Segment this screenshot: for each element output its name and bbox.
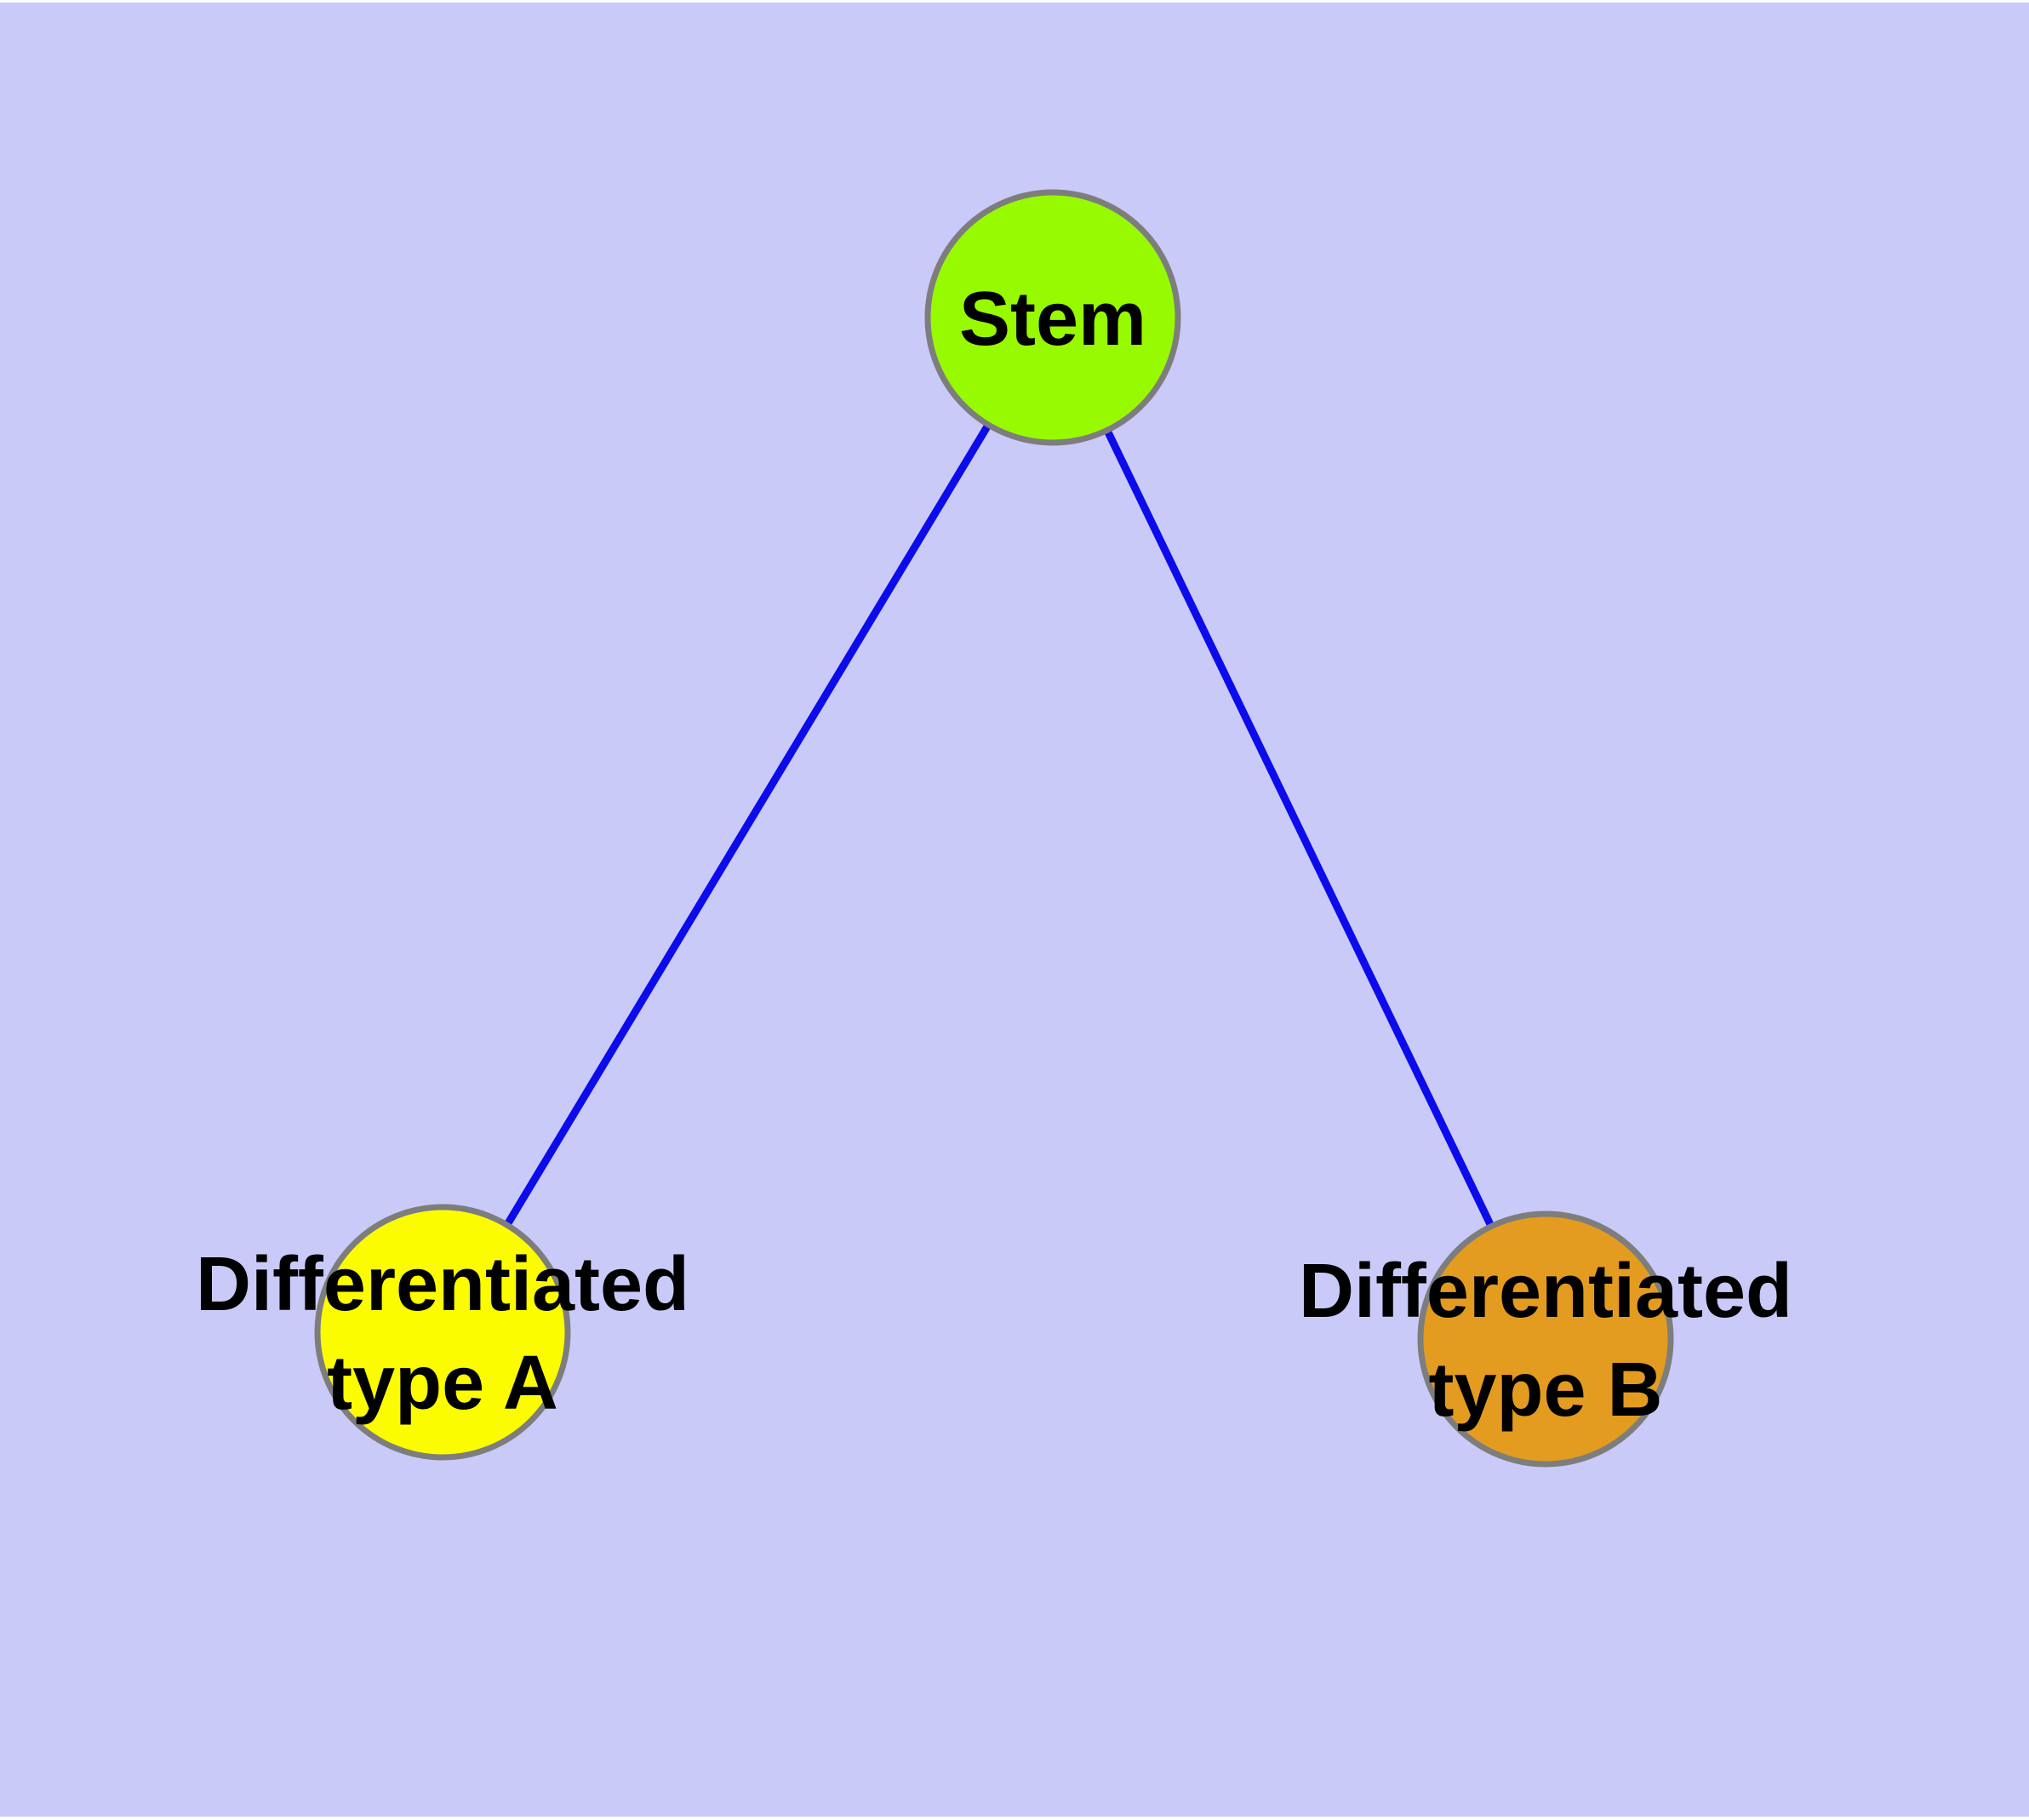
edge-stem-diff-a xyxy=(439,315,1056,1335)
nodes-layer xyxy=(314,189,1674,1468)
label-stem: Stem xyxy=(959,277,1146,362)
edge-stem-diff-b xyxy=(1049,316,1550,1341)
node-diff-b xyxy=(1417,1210,1674,1468)
label-diff-b-line-1: type B xyxy=(1428,1348,1662,1433)
label-diff-b-line-0: Differentiated xyxy=(1299,1249,1792,1334)
node-diff-a xyxy=(314,1204,571,1461)
label-diff-a-line-1: type A xyxy=(327,1341,558,1426)
label-diff-a-line-0: Differentiated xyxy=(196,1242,689,1327)
label-stem-line-0: Stem xyxy=(959,277,1146,362)
edges-layer xyxy=(439,315,1550,1341)
label-diff-a: Differentiated type A xyxy=(196,1242,689,1426)
node-stem xyxy=(924,189,1181,446)
label-diff-b: Differentiated type B xyxy=(1299,1249,1792,1433)
